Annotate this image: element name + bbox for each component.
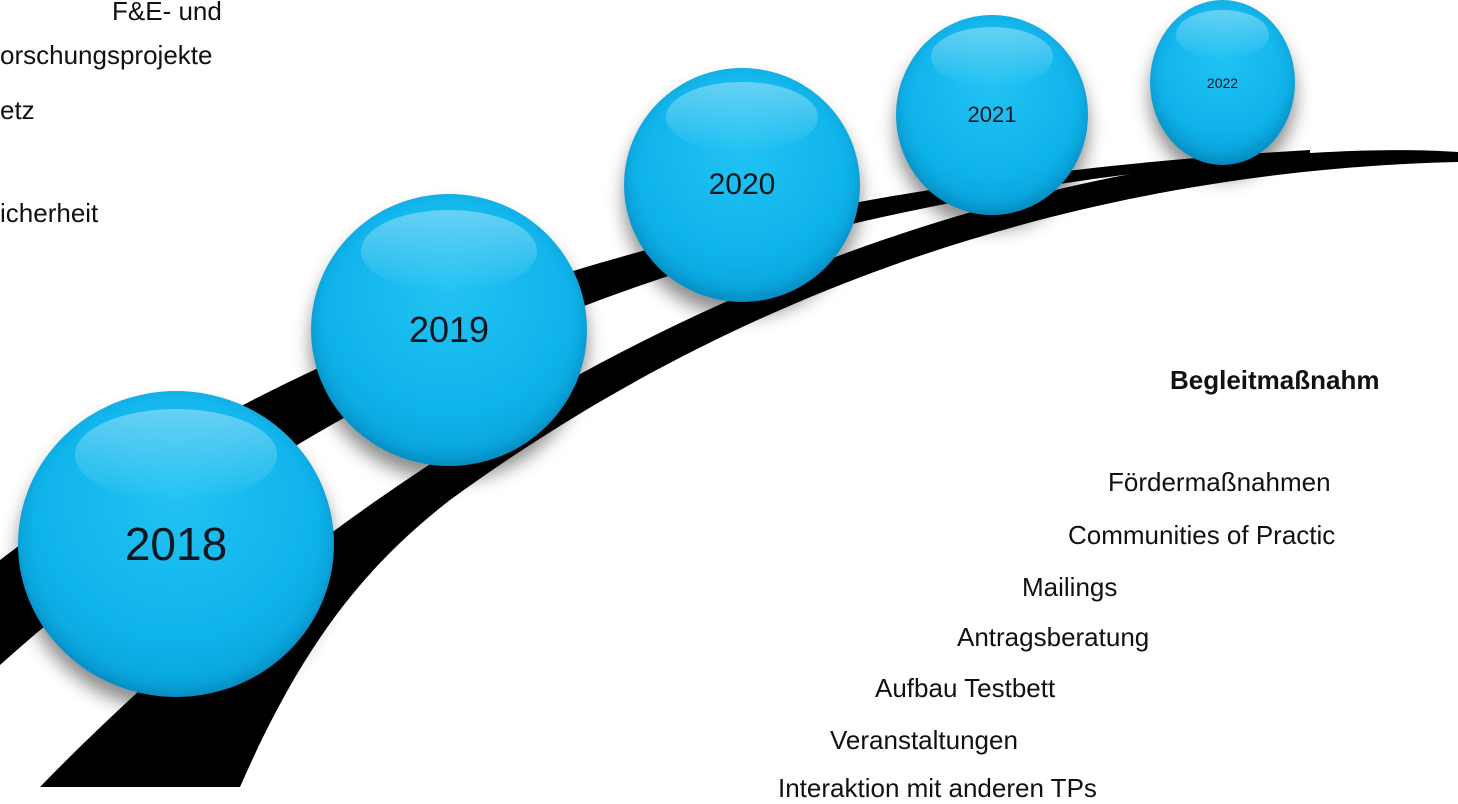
year-bubble-2018: 2018 — [18, 391, 334, 697]
year-label: 2020 — [708, 168, 776, 201]
left-text-line-3: etz — [0, 95, 35, 125]
left-text-line-1: F&E- und — [112, 0, 222, 26]
measure-item: Veranstaltungen — [830, 725, 1018, 755]
year-bubble-2022: 2022 — [1150, 0, 1295, 165]
measure-item: Mailings — [1022, 572, 1118, 602]
year-bubble-2021: 2021 — [896, 15, 1088, 215]
road-lane-right — [40, 150, 1458, 787]
year-label: 2018 — [124, 518, 228, 570]
measure-item: Communities of Practic — [1068, 520, 1336, 550]
left-text-line-4: icherheit — [0, 198, 99, 228]
measure-item: Fördermaßnahmen — [1108, 467, 1331, 497]
year-bubble-2019: 2019 — [311, 194, 587, 466]
measures-heading: Begleitmaßnahm — [1170, 365, 1380, 395]
year-bubble-2020: 2020 — [624, 68, 860, 302]
year-label: 2022 — [1206, 74, 1239, 91]
year-label: 2021 — [967, 102, 1017, 127]
measure-item: Aufbau Testbett — [875, 673, 1056, 703]
left-text-line-2: orschungsprojekte — [0, 40, 213, 70]
year-label: 2019 — [408, 309, 490, 350]
measure-item: Interaktion mit anderen TPs — [778, 773, 1097, 803]
measure-item: Antragsberatung — [957, 622, 1150, 652]
